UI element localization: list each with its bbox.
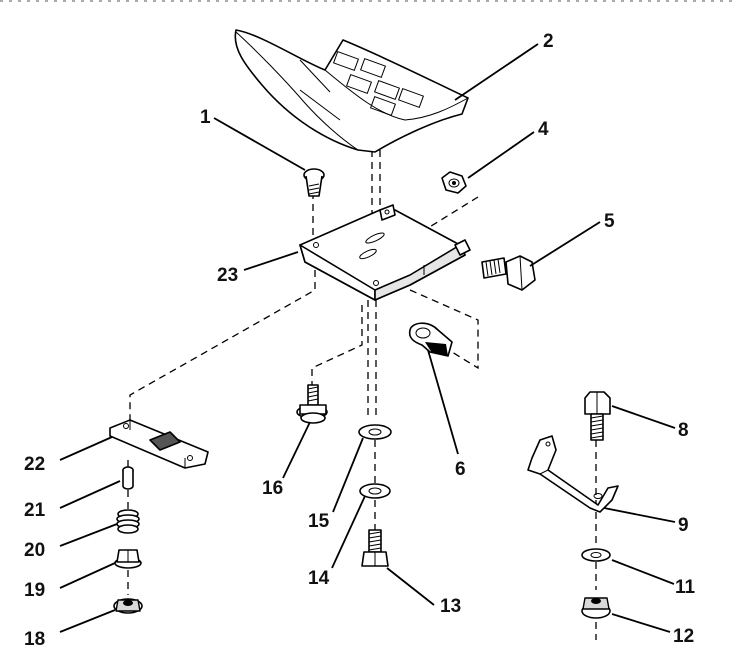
flange-bolt (296, 384, 328, 424)
callout-21: 21 (24, 500, 46, 521)
washer-11 (581, 548, 611, 562)
hex-bolt-13 (361, 529, 389, 567)
callout-12: 12 (673, 626, 694, 647)
spring (116, 509, 140, 534)
callout-5: 5 (604, 211, 615, 232)
callout-18: 18 (24, 629, 45, 650)
callout-23: 23 (217, 265, 238, 286)
callout-6: 6 (455, 459, 466, 480)
hex-bolt-8 (584, 391, 611, 441)
seat (234, 29, 469, 153)
flat-washer (358, 424, 392, 440)
mounting-bracket (527, 435, 619, 513)
lock-nut (441, 171, 467, 194)
callout-20: 20 (24, 540, 45, 561)
callout-15: 15 (308, 511, 330, 532)
spacer-pin (122, 466, 134, 490)
callout-9: 9 (678, 515, 689, 536)
flange-lock-nut (113, 598, 143, 614)
leader-lines (59, 43, 676, 633)
callout-11: 11 (675, 577, 696, 598)
callout-labels: 1 2 4 5 6 8 9 11 12 13 14 15 16 18 19 20… (24, 31, 696, 650)
callout-16: 16 (262, 478, 283, 499)
callout-14: 14 (308, 568, 330, 589)
callout-13: 13 (440, 596, 461, 617)
lock-washer (359, 483, 391, 499)
callout-8: 8 (678, 420, 689, 441)
callout-4: 4 (538, 119, 549, 140)
retaining-clip (408, 322, 453, 357)
carriage-bolt (303, 168, 325, 197)
callout-1: 1 (200, 107, 211, 128)
flange-nut (114, 549, 142, 569)
callout-19: 19 (24, 580, 45, 601)
shoulder-bolt (481, 255, 536, 291)
callout-2: 2 (543, 31, 554, 52)
callout-22: 22 (24, 454, 45, 475)
seat-bracket-plate (299, 204, 471, 301)
lock-nut-12 (581, 597, 611, 619)
slide-bracket (109, 419, 209, 469)
